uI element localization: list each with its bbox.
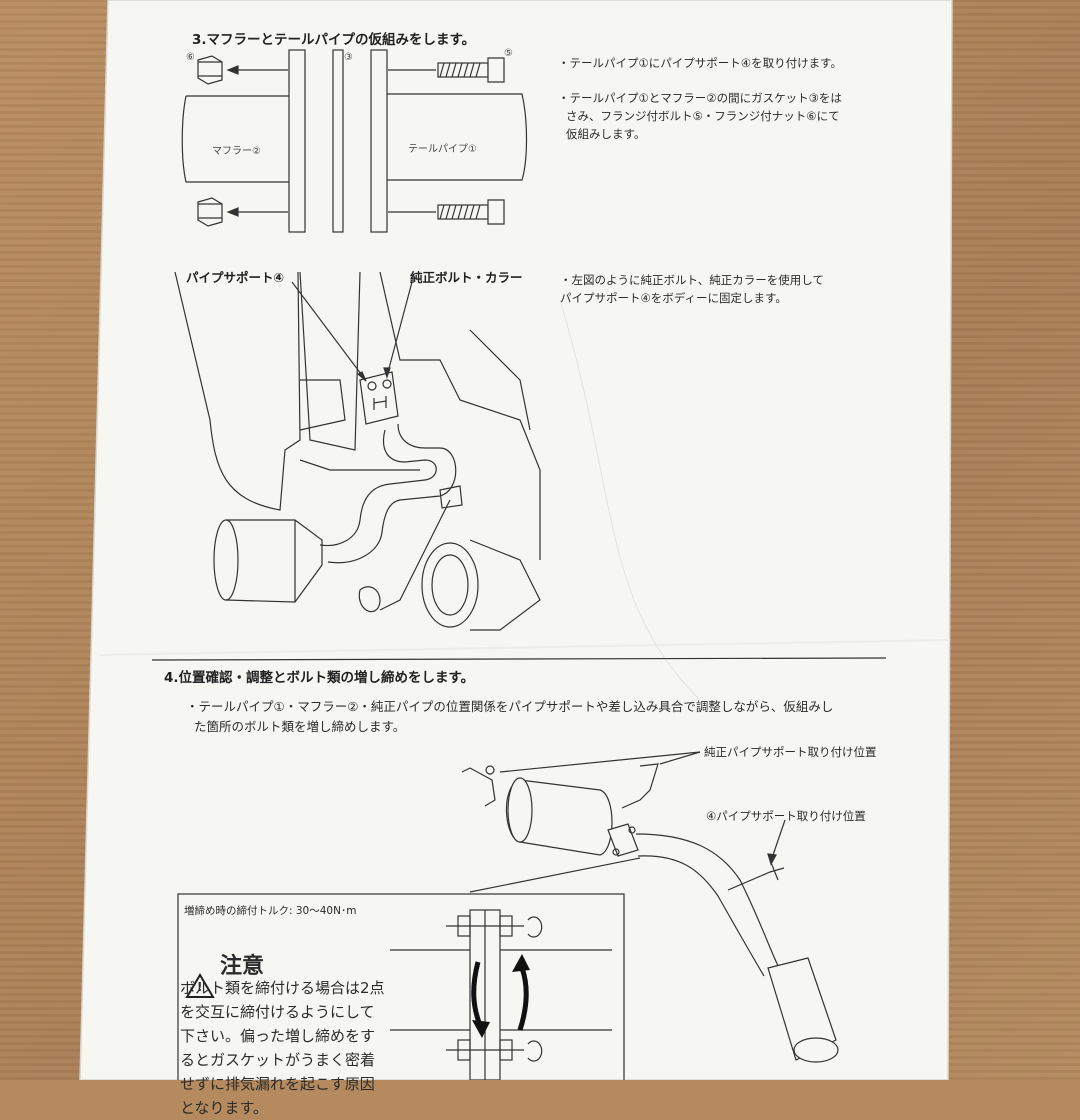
pipe-support-label: パイプサポート④ xyxy=(186,270,285,285)
section-divider xyxy=(151,657,887,661)
pipe-support-position-callout: ④パイプサポート取り付け位置 xyxy=(706,809,866,823)
part-number-6: ⑥ xyxy=(186,52,195,63)
tailpipe-label: テールパイプ① xyxy=(408,144,477,155)
warning-mark: ! xyxy=(197,980,203,994)
flange-diagram xyxy=(181,49,528,233)
support-note-line1: ・左図のように純正ボルト、純正カラーを使用して xyxy=(560,273,824,287)
section3-note2-line1: ・テールパイプ①とマフラー②の間にガスケット③をは xyxy=(558,91,842,105)
section3-heading: 3.マフラーとテールパイプの仮組みをします。 xyxy=(192,32,476,48)
caution-box xyxy=(177,893,625,1080)
support-note-line2: パイプサポート④をボディーに固定します。 xyxy=(560,291,787,305)
oem-bolt-collar-label: 純正ボルト・カラー xyxy=(410,270,523,285)
muffler-label: マフラー② xyxy=(212,146,261,157)
exhaust-layout-illustration xyxy=(461,751,839,1063)
paper-sheet xyxy=(80,0,952,1080)
section3-note2-line3: 仮組みします。 xyxy=(566,127,646,141)
part-number-3: ③ xyxy=(344,52,353,63)
caution-title: 注意 xyxy=(220,954,265,979)
section3-note2-line2: さみ、フランジ付ボルト⑤・フランジ付ナット⑥にて xyxy=(566,109,840,123)
part-number-5: ⑤ xyxy=(504,48,513,59)
warning-icon xyxy=(185,973,215,998)
section4-body-line1: ・テールパイプ①・マフラー②・純正パイプの位置関係をパイプサポートや差し込み具合… xyxy=(186,699,834,714)
section4-body-line2: た箇所のボルト類を増し締めします。 xyxy=(194,719,406,734)
caution-body: ボルト類を締付ける場合は2点を交互に締付けるようにして下さい。偏った増し締めをす… xyxy=(180,979,385,1117)
torque-spec: 増締め時の締付トルク: 30～40N･m xyxy=(184,905,357,917)
section3-note1: ・テールパイプ①にパイプサポート④を取り付けます。 xyxy=(558,56,842,70)
instruction-sheet xyxy=(79,0,953,1080)
pipe-support-illustration xyxy=(174,271,541,631)
oem-support-position-callout: 純正パイプサポート取り付け位置 xyxy=(704,745,877,759)
section4-heading: 4.位置確認・調整とボルト類の増し締めをします。 xyxy=(164,670,475,686)
